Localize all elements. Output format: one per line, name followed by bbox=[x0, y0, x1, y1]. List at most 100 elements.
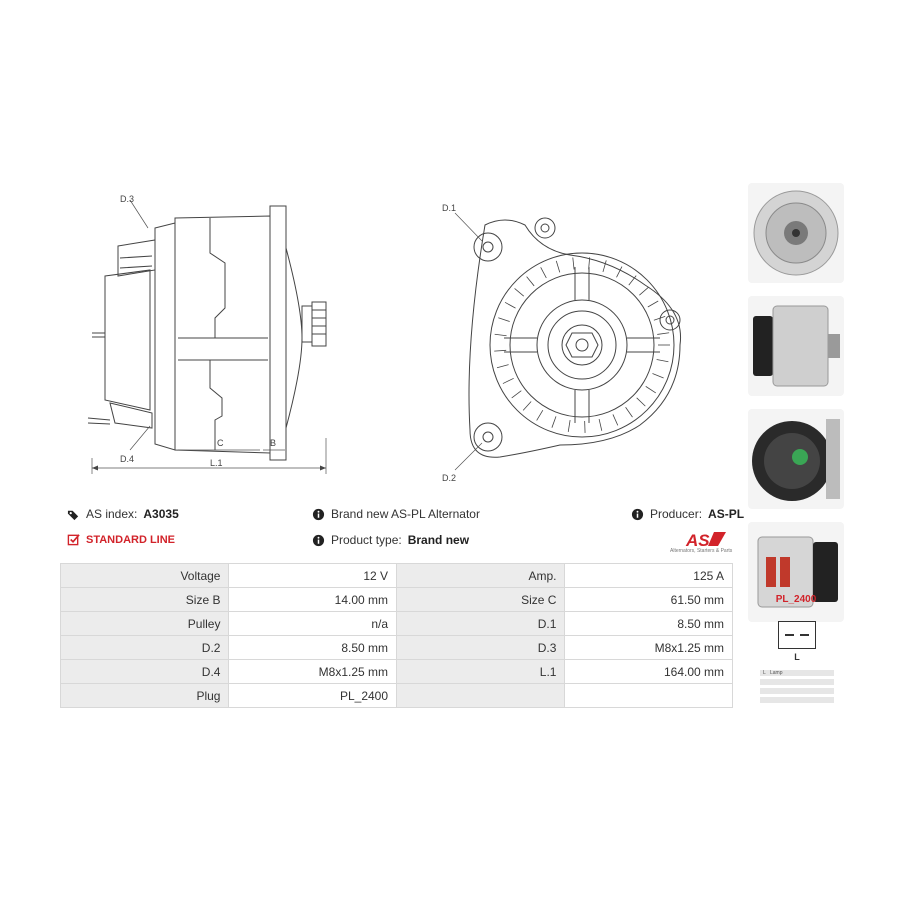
vent-slot bbox=[498, 317, 510, 322]
vent-slot bbox=[602, 260, 607, 273]
vent-slot bbox=[494, 349, 507, 352]
spec-value: n/a bbox=[228, 611, 398, 636]
checkbox-icon bbox=[67, 534, 80, 546]
vent-slot bbox=[636, 397, 646, 407]
vent-slot bbox=[522, 401, 532, 411]
label-d3: D.3 bbox=[120, 194, 134, 204]
photo-rear-view[interactable] bbox=[748, 183, 844, 283]
standard-line-row: STANDARD LINE bbox=[67, 533, 175, 546]
spec-value: 164.00 mm bbox=[564, 659, 733, 684]
spec-value: 14.00 mm bbox=[228, 587, 398, 612]
vent-slot bbox=[494, 333, 507, 337]
producer-row: Producer: AS-PL bbox=[631, 507, 744, 521]
plug-pin bbox=[785, 634, 794, 636]
vent-slot bbox=[540, 267, 547, 279]
vent-slots bbox=[494, 257, 670, 433]
spec-value: 61.50 mm bbox=[564, 587, 733, 612]
product-type-row: Product type: Brand new bbox=[312, 533, 469, 547]
producer-value: AS-PL bbox=[708, 507, 745, 521]
spec-value: PL_2400 bbox=[228, 683, 398, 708]
vent-slot bbox=[625, 407, 633, 418]
vent-slot bbox=[496, 364, 509, 369]
spec-value: M8x1.25 mm bbox=[564, 635, 733, 660]
product-photos bbox=[748, 183, 844, 635]
spec-label: Pulley bbox=[59, 611, 230, 636]
front-view-drawing: D.1 D.2 bbox=[430, 195, 700, 485]
spec-label: D.3 bbox=[396, 635, 566, 660]
vent-slot bbox=[653, 315, 666, 321]
spec-label: L.1 bbox=[396, 659, 566, 684]
standard-line-label: STANDARD LINE bbox=[86, 533, 176, 546]
plug-terminal-label: L bbox=[794, 652, 800, 662]
producer-label: Producer: bbox=[650, 507, 703, 521]
spec-label: D.4 bbox=[59, 659, 230, 684]
label-b: B bbox=[270, 438, 276, 448]
vent-slot bbox=[567, 420, 571, 432]
photo-side-view[interactable] bbox=[748, 296, 844, 396]
label-d4: D.4 bbox=[120, 454, 134, 464]
plug-connector-diagram bbox=[778, 621, 816, 649]
vent-slot bbox=[598, 418, 603, 431]
vent-slot bbox=[536, 409, 544, 421]
vent-slot bbox=[514, 288, 525, 297]
spec-value: 12 V bbox=[228, 563, 398, 588]
spec-label bbox=[396, 683, 566, 708]
spec-label: Plug bbox=[59, 683, 230, 708]
vent-slot bbox=[656, 359, 669, 363]
vent-slot bbox=[639, 286, 649, 296]
photo-front-view[interactable] bbox=[748, 409, 844, 509]
plug-legend-key bbox=[760, 679, 770, 685]
plug-legend-row bbox=[760, 697, 834, 703]
as-index-label: AS index: bbox=[86, 507, 138, 521]
info-icon bbox=[312, 534, 325, 546]
vent-slot bbox=[555, 260, 561, 273]
front-view-svg: D.1 D.2 bbox=[442, 203, 682, 483]
plug-legend-row: L Lamp bbox=[760, 670, 834, 676]
as-index-value: A3035 bbox=[143, 507, 179, 521]
vent-slot bbox=[572, 257, 575, 270]
side-view-svg: D.3 D.4 C B L.1 bbox=[87, 194, 327, 474]
photo-angle-view[interactable] bbox=[748, 522, 844, 622]
vent-slot bbox=[588, 257, 591, 270]
vent-slot bbox=[551, 416, 557, 428]
brand-logo: AS bbox=[685, 531, 726, 550]
spec-value: 8.50 mm bbox=[564, 611, 733, 636]
plug-code: PL_2400 bbox=[775, 594, 817, 605]
vent-slot bbox=[511, 390, 522, 399]
plug-pin bbox=[800, 634, 809, 636]
tags-icon bbox=[67, 510, 79, 520]
spec-label: Size C bbox=[396, 587, 566, 612]
vent-slot bbox=[647, 300, 659, 308]
vent-slot bbox=[657, 332, 670, 335]
spec-label: D.1 bbox=[396, 611, 566, 636]
label-l1: L.1 bbox=[210, 458, 223, 468]
spec-label: Amp. bbox=[396, 563, 566, 588]
spec-value bbox=[564, 683, 733, 708]
vent-slot bbox=[652, 373, 664, 379]
logo-tagline: Alternators, Starters & Parts bbox=[670, 548, 733, 554]
as-index-row: AS index: A3035 bbox=[67, 507, 179, 521]
info-icon bbox=[631, 508, 644, 520]
label-c: C bbox=[217, 438, 224, 448]
spec-label: Size B bbox=[59, 587, 230, 612]
spec-value: 8.50 mm bbox=[228, 635, 398, 660]
vent-slot bbox=[616, 266, 623, 278]
spec-value: 125 A bbox=[564, 563, 733, 588]
plug-legend-key: L bbox=[763, 670, 766, 676]
spec-label: Voltage bbox=[59, 563, 230, 588]
logo-word: AS bbox=[685, 531, 710, 550]
plug-legend-text: Lamp bbox=[770, 670, 783, 676]
plug-legend-row bbox=[760, 688, 834, 694]
side-view-drawing: D.3 D.4 C B L.1 bbox=[80, 188, 340, 478]
description-row: Brand new AS-PL Alternator bbox=[312, 507, 480, 521]
product-type-value: Brand new bbox=[407, 533, 470, 547]
spec-label: D.2 bbox=[59, 635, 230, 660]
vent-slot bbox=[504, 301, 516, 309]
